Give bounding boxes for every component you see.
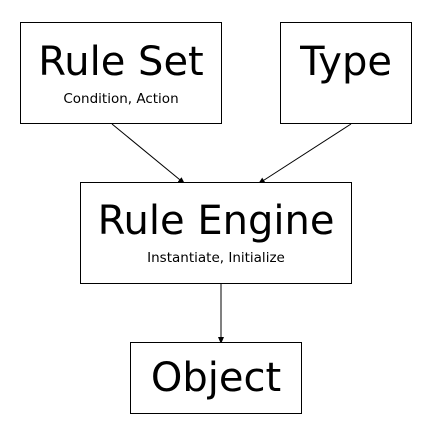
edge-type-to-engine — [257, 123, 352, 185]
type-title: Type — [300, 39, 392, 85]
type-node: Type — [280, 22, 412, 124]
rule-engine-title: Rule Engine — [97, 198, 335, 244]
object-node: Object — [130, 342, 302, 414]
rule-set-title: Rule Set — [38, 39, 204, 85]
rule-engine-node: Rule Engine Instantiate, Initialize — [80, 182, 352, 284]
rule-engine-subtitle: Instantiate, Initialize — [147, 250, 285, 266]
object-title: Object — [150, 355, 282, 401]
edge-ruleset-to-engine — [111, 123, 186, 185]
rule-set-subtitle: Condition, Action — [63, 91, 179, 107]
rule-set-node: Rule Set Condition, Action — [20, 22, 222, 124]
